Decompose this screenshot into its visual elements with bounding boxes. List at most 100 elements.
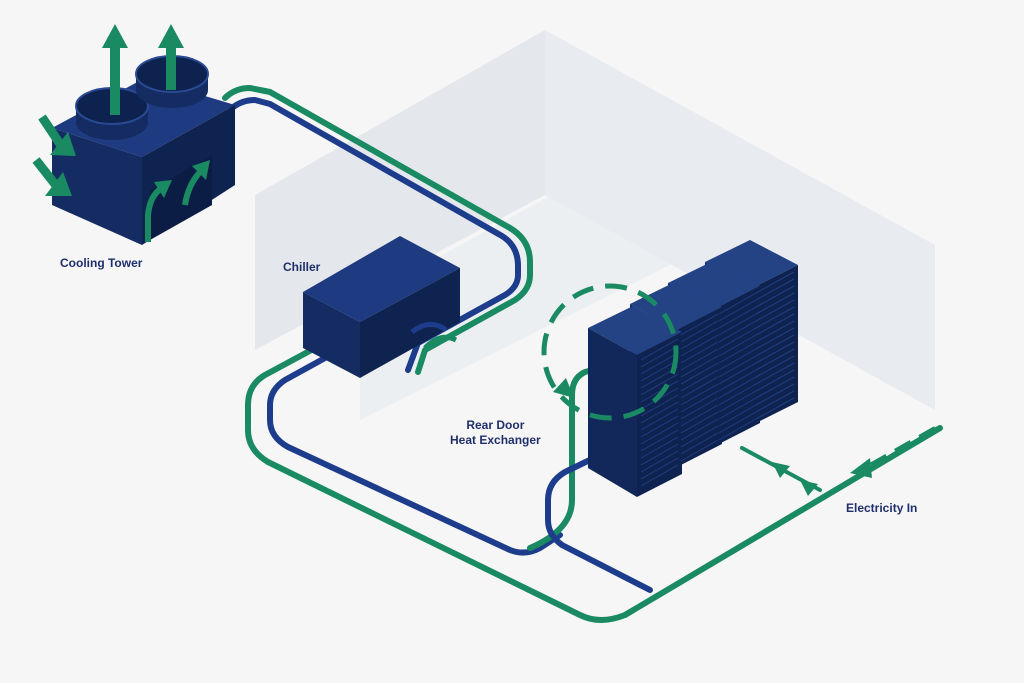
rack-slot-line [718, 404, 757, 427]
rdhx-flow-arrow-icon [553, 378, 574, 398]
rack-slot-line [718, 334, 757, 357]
rack-slot-line [755, 383, 795, 406]
rack-slot-line [640, 464, 679, 487]
rack-slot-line [640, 422, 679, 445]
tower-loop-green-pipe [222, 85, 533, 375]
rack-slot-line [718, 348, 757, 371]
intake-arrow-icon [32, 157, 72, 196]
chiller-port [423, 334, 458, 350]
rack-slot-line [755, 271, 795, 294]
electricity-dashed-line [869, 426, 936, 467]
rack-slot-line [640, 359, 679, 382]
rack-slot-line [640, 415, 679, 438]
cooling-tower-left-face [52, 128, 142, 245]
rack-slot-line [680, 432, 719, 455]
chiller-side-face [360, 268, 460, 378]
rack-slot-line [755, 306, 795, 329]
rack-slot-line [718, 355, 757, 378]
main-loop-green-pipe [245, 337, 943, 623]
chiller [303, 236, 460, 378]
rack-slot-line [755, 299, 795, 322]
rack-slot-line [640, 345, 679, 368]
rack-slot-line [680, 404, 719, 427]
rack-slot-line [680, 341, 719, 364]
rack-slot-line [680, 313, 719, 336]
rack-slot-line [718, 327, 757, 350]
tower-loop-blue-pipe [229, 97, 521, 373]
rack-slot-line [755, 397, 795, 420]
rear-door-label-line2: Heat Exchanger [450, 433, 541, 447]
rack-slot-line [755, 278, 795, 301]
rack-slot-line [680, 369, 719, 392]
rack-slot-line [640, 373, 679, 396]
pipes [222, 85, 943, 623]
rack-slot-line [718, 369, 757, 392]
rack-slot-line [718, 390, 757, 413]
intake-arrow-icon [38, 114, 76, 156]
rack-slot-line [755, 292, 795, 315]
rear-door-highlight-circle [541, 283, 679, 421]
rack-slot-line [755, 362, 795, 385]
rdhx-blue-pipe [545, 453, 653, 593]
cooling-tower [52, 55, 235, 245]
rack-slot-line [640, 352, 679, 375]
rack-slot-line [680, 320, 719, 343]
chiller-top [303, 236, 460, 322]
back-wall-right [545, 30, 935, 410]
electricity-in-label: Electricity In [846, 501, 918, 515]
rack-slot-line [718, 362, 757, 385]
rack-slot-line [640, 380, 679, 403]
rack-slot-line [718, 397, 757, 420]
rack-slot-line [680, 425, 719, 448]
rack-slot-line [755, 348, 795, 371]
rack-slot-line [755, 355, 795, 378]
rack-slot-line [718, 320, 757, 343]
rack-slot-line [680, 383, 719, 406]
rack-slot-line [640, 408, 679, 431]
rack-slot-line [755, 334, 795, 357]
back-wall-left [255, 30, 545, 350]
rack-slot-line [718, 306, 757, 329]
electricity-arrow-icon [850, 458, 872, 478]
rack-slot-line [640, 450, 679, 473]
electricity-arrow-icon [772, 462, 790, 478]
discharge-arrow-icon [182, 160, 210, 206]
server-racks [588, 240, 798, 497]
rack-slot-line [755, 390, 795, 413]
rack-slot-line [680, 439, 719, 462]
rack-slot-line [680, 390, 719, 413]
rack-slot-line [640, 429, 679, 452]
rack-slot-line [718, 376, 757, 399]
rack-slot-line [755, 376, 795, 399]
rack-slot-line [718, 411, 757, 434]
rack-slot-line [640, 457, 679, 480]
rack-slot-line [680, 411, 719, 434]
rack-slot-line [680, 397, 719, 420]
rack-slot-line [640, 436, 679, 459]
rack-slot-line [718, 341, 757, 364]
electricity-arrow-icon [800, 480, 818, 496]
server-rack [588, 306, 682, 497]
chiller-front-face [303, 292, 360, 378]
cooling-tower-label: Cooling Tower [60, 256, 143, 270]
rack-slot-line [680, 327, 719, 350]
rack-slot-line [718, 418, 757, 441]
rack-slot-line [640, 443, 679, 466]
rack-slot-line [640, 338, 679, 361]
rack-slot-line [680, 355, 719, 378]
rack-slot-line [640, 394, 679, 417]
rack-slot-line [755, 369, 795, 392]
rack-slot-line [718, 383, 757, 406]
rack-slot-line [680, 376, 719, 399]
rack-slot-line [755, 313, 795, 336]
chiller-label: Chiller [283, 260, 321, 274]
rack-slot-line [755, 327, 795, 350]
rack-slot-line [718, 313, 757, 336]
rear-door-label-line1: Rear Door [466, 418, 525, 432]
exhaust-arrow-up-icon [102, 24, 128, 115]
rack-slot-line [680, 348, 719, 371]
electricity-arrows [772, 426, 936, 496]
rack-slot-line [718, 292, 757, 315]
airflow-arrows [32, 24, 210, 242]
